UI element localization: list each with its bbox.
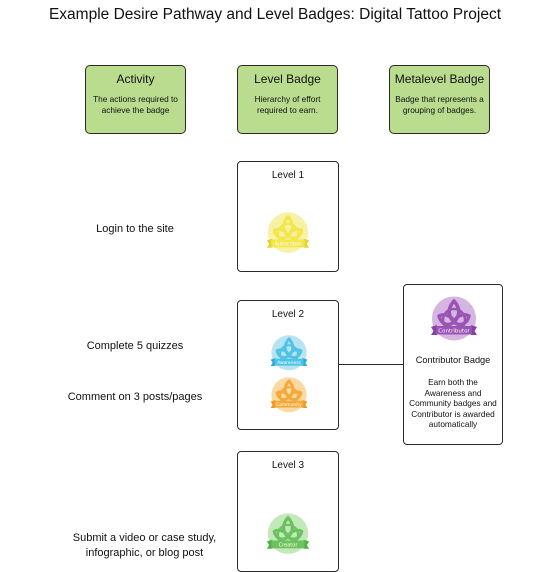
community-badge-graphic: Community (270, 377, 308, 413)
activity-submit: Submit a video or case study, infographi… (72, 532, 217, 559)
header-level-badge: Level Badge Hierarchy of effort required… (237, 65, 338, 134)
level-2-box: Level 2 Awareness Community (237, 300, 339, 430)
header-metalevel-badge-title: Metalevel Badge (394, 72, 485, 86)
contributor-badge-label: Contributor (438, 328, 470, 334)
contributor-desc: Earn both the Awareness and Community ba… (409, 377, 497, 430)
activity-quizzes: Complete 5 quizzes (86, 340, 184, 352)
level-1-label: Level 1 (271, 170, 305, 181)
level-2-label: Level 2 (271, 309, 305, 320)
subscriber-badge: Subscriber (265, 211, 311, 257)
page-title: Example Desire Pathway and Level Badges:… (48, 6, 502, 23)
header-activity: Activity The actions required to achieve… (85, 65, 186, 134)
contributor-box: Contributor Contributor Badge Earn both … (403, 284, 503, 445)
creator-badge: Creator (265, 512, 311, 558)
creator-badge-graphic: Creator (266, 513, 310, 554)
connector-line (338, 363, 404, 366)
awareness-badge-graphic: Awareness (270, 335, 308, 371)
level-3-label: Level 3 (271, 460, 305, 471)
subscriber-badge-label: Subscriber (275, 241, 303, 247)
contributor-badge-graphic: Contributor (431, 296, 477, 341)
header-level-badge-title: Level Badge (254, 72, 321, 86)
header-level-badge-desc: Hierarchy of effort required to earn. (254, 94, 321, 115)
level-3-box: Level 3 Creator (237, 451, 339, 572)
header-metalevel-badge-desc: Badge that represents a grouping of badg… (395, 94, 484, 115)
level-1-box: Level 1 Subscriber (237, 161, 339, 272)
awareness-badge-label: Awareness (277, 360, 301, 366)
creator-badge-label: Creator (279, 542, 299, 548)
community-badge: Community (269, 376, 309, 416)
activity-comment: Comment on 3 posts/pages (67, 391, 203, 403)
community-badge-label: Community (276, 402, 302, 408)
header-activity-desc: The actions required to achieve the badg… (93, 94, 178, 115)
contributor-title: Contributor Badge (415, 355, 491, 365)
contributor-badge: Contributor (429, 295, 479, 345)
header-metalevel-badge: Metalevel Badge Badge that represents a … (389, 65, 490, 134)
subscriber-badge-graphic: Subscriber (266, 212, 310, 253)
header-activity-title: Activity (116, 72, 155, 86)
activity-login: Login to the site (96, 223, 174, 235)
awareness-badge: Awareness (269, 334, 309, 374)
